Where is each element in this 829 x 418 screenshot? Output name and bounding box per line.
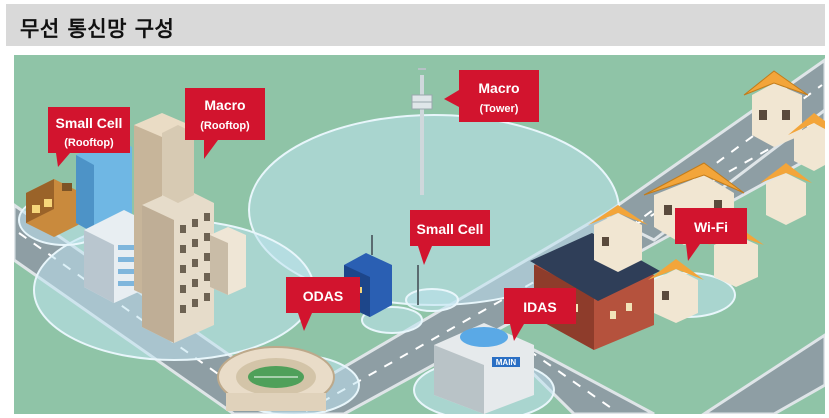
- callout-odas: ODAS: [286, 277, 360, 331]
- callout-idas: IDAS: [504, 288, 576, 341]
- callout-macro-rooftop: Macro (Rooftop): [185, 88, 265, 159]
- house: [743, 70, 809, 147]
- callout-macro-tower-title: Macro: [478, 80, 519, 96]
- macro-tower: [411, 68, 433, 195]
- callout-small-cell-title: Small Cell: [417, 221, 484, 237]
- callout-macro-rooftop-title: Macro: [204, 97, 245, 113]
- small-cell-coverage-2: [405, 288, 459, 312]
- callout-idas-title: IDAS: [523, 299, 556, 315]
- callout-odas-title: ODAS: [303, 288, 343, 304]
- callout-small-cell: Small Cell: [410, 210, 490, 265]
- callout-small-cell-rooftop: Small Cell (Rooftop): [48, 107, 130, 167]
- page-title: 무선 통신망 구성: [20, 17, 175, 41]
- callout-small-cell-rooftop-sub: (Rooftop): [64, 137, 114, 149]
- house: [588, 205, 648, 272]
- house: [788, 113, 825, 171]
- callout-macro-rooftop-sub: (Rooftop): [200, 120, 250, 132]
- stadium-sign-text: MAIN: [496, 358, 517, 367]
- small-cell-coverage-1: [361, 306, 423, 334]
- idas-building: MAIN: [434, 323, 534, 414]
- house: [760, 163, 812, 225]
- callout-wifi: Wi-Fi: [675, 208, 747, 261]
- small-cell-rooftop-building: [26, 179, 82, 237]
- title-bar: 무선 통신망 구성: [6, 4, 825, 46]
- house: [648, 259, 704, 323]
- callout-wifi-title: Wi-Fi: [694, 219, 728, 235]
- callout-macro-tower: Macro (Tower): [444, 70, 539, 122]
- callout-macro-tower-sub: (Tower): [480, 103, 519, 115]
- macro-rooftop-building: [134, 113, 246, 343]
- network-diagram: MAIN: [14, 55, 825, 414]
- stadium: [217, 346, 335, 411]
- road-right-cross: [701, 333, 825, 414]
- callout-small-cell-rooftop-title: Small Cell: [56, 115, 123, 131]
